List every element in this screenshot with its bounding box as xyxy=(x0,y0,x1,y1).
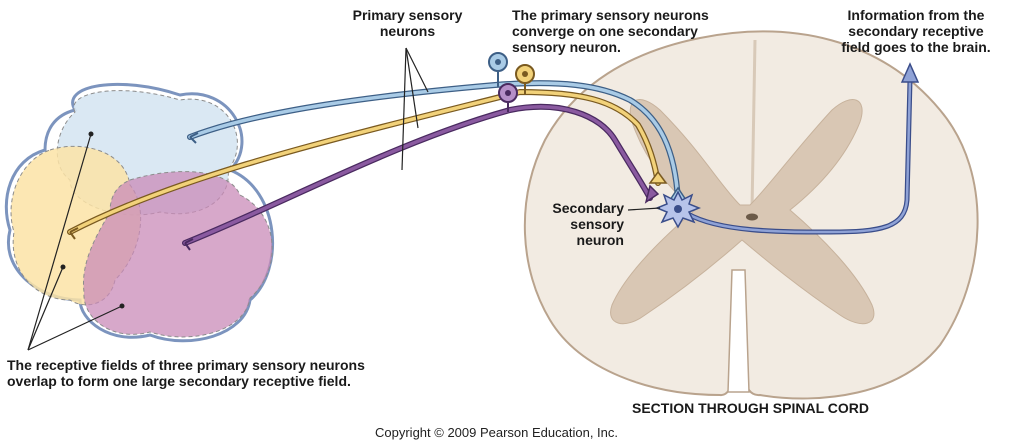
yellow-primary-axon-fill xyxy=(68,90,660,234)
secondary-neuron-axon-fill xyxy=(686,78,912,234)
magenta-receptive-field xyxy=(82,171,273,338)
pointer-line-yellow xyxy=(27,266,64,351)
label-information-line-2: secondary receptive xyxy=(848,23,984,39)
pointer-line-magenta xyxy=(27,305,123,351)
purple-primary-axon-fill xyxy=(183,105,652,245)
label-receptive-line-2: overlap to form one large secondary rece… xyxy=(7,373,351,389)
label-information-line-1: Information from the xyxy=(847,7,985,23)
yellow-cell-nucleus xyxy=(522,71,528,77)
label-primary-line-1: Primary sensory xyxy=(352,7,463,23)
label-secondary-line-3: neuron xyxy=(576,232,624,248)
pointer-line-blue xyxy=(27,133,92,351)
label-secondary-line-2: sensory xyxy=(570,216,624,232)
dorsal-median-septum xyxy=(750,39,757,211)
label-section-through-spinal-cord: SECTION THROUGH SPINAL CORD xyxy=(632,400,869,416)
label-convergence-line-1: The primary sensory neurons xyxy=(512,7,709,23)
blue-cell-nucleus xyxy=(495,59,501,65)
secondary-receptive-field-outline xyxy=(4,82,275,343)
ventral-median-fissure xyxy=(727,269,750,393)
label-primary-line-2: neurons xyxy=(379,23,436,39)
blue-receptor-ending xyxy=(189,132,199,144)
leader-secondary-neuron xyxy=(627,207,661,211)
label-primary-sensory-neurons: Primary sensory neurons xyxy=(335,7,480,39)
copyright-notice: Copyright © 2009 Pearson Education, Inc. xyxy=(375,425,619,440)
label-secondary-line-1: Secondary xyxy=(552,200,624,216)
leader-primary-purple xyxy=(401,47,407,171)
blue-primary-axon-fill xyxy=(188,81,680,202)
yellow-receptor-ending xyxy=(69,227,79,240)
central-canal xyxy=(746,213,758,221)
label-convergence-line-3: sensory neuron. xyxy=(512,39,621,55)
label-secondary-sensory-neuron: Secondary sensory neuron xyxy=(530,200,624,248)
leader-primary-yellow xyxy=(405,47,419,129)
purple-receptor-ending xyxy=(184,238,194,251)
label-information-line-3: field goes to the brain. xyxy=(841,39,991,55)
yellow-axon-terminal xyxy=(648,170,668,184)
secondary-neuron-nucleus xyxy=(674,205,682,213)
label-receptive-line-1: The receptive fields of three primary se… xyxy=(7,357,365,373)
label-information-to-brain: Information from the secondary receptive… xyxy=(826,7,1006,55)
leader-primary-blue xyxy=(405,47,429,93)
label-convergence: The primary sensory neurons converge on … xyxy=(512,7,709,55)
label-receptive-fields: The receptive fields of three primary se… xyxy=(7,357,365,389)
label-convergence-line-2: converge on one secondary xyxy=(512,23,698,39)
purple-axon-terminal xyxy=(644,184,660,204)
to-brain-arrowhead xyxy=(900,62,920,83)
purple-cell-nucleus xyxy=(505,90,511,96)
